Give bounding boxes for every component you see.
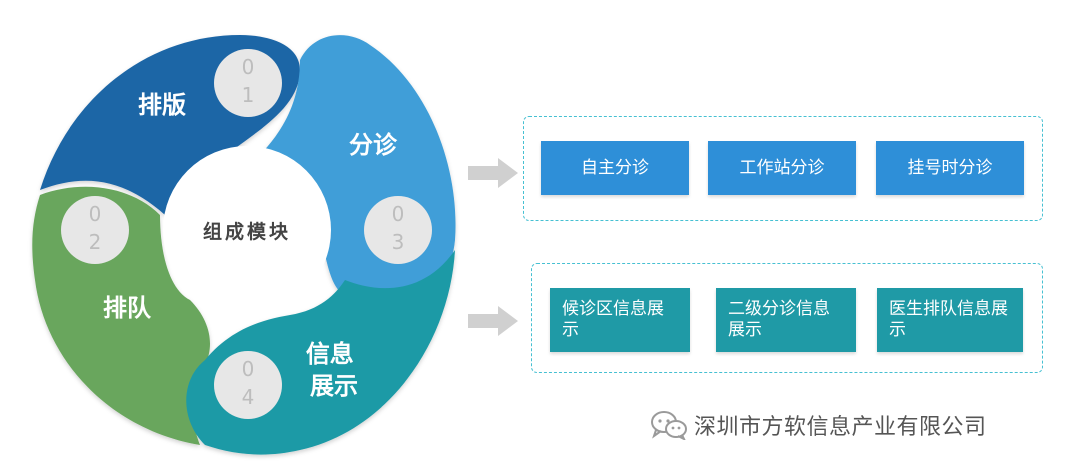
- badge-03: 0 3: [364, 196, 432, 264]
- segment-label-paiban: 排版: [138, 91, 186, 119]
- arrow-right-icon: [468, 306, 518, 336]
- center-circle: [163, 146, 331, 314]
- wechat-icon: [651, 411, 687, 440]
- fenzhen-item-workstation: 工作站分诊: [708, 141, 856, 195]
- display-group-box: [531, 263, 1043, 373]
- arrow-right-icon: [468, 158, 518, 188]
- display-item-waiting: 候诊区信息展示: [550, 288, 690, 352]
- fenzhen-group-box: [523, 116, 1043, 221]
- footer-company: 深圳市方软信息产业有限公司: [650, 408, 987, 442]
- segment-label-fenzhen: 分诊: [349, 131, 398, 159]
- svg-text:1: 1: [242, 83, 255, 107]
- segment-label-xinxi: 信息 展示: [306, 340, 362, 400]
- badge-02: 0 2: [61, 196, 129, 264]
- badge-01: 0 1: [214, 49, 282, 117]
- svg-text:0: 0: [89, 202, 102, 226]
- svg-text:0: 0: [242, 357, 255, 381]
- svg-text:0: 0: [392, 202, 405, 226]
- svg-text:4: 4: [242, 385, 255, 409]
- display-item-secondary: 二级分诊信息展示: [716, 288, 856, 352]
- svg-text:3: 3: [392, 230, 405, 254]
- fenzhen-item-registration: 挂号时分诊: [876, 141, 1024, 195]
- company-name: 深圳市方软信息产业有限公司: [694, 415, 987, 440]
- center-label: 组成模块: [203, 220, 291, 243]
- fenzhen-item-self: 自主分诊: [541, 141, 689, 195]
- svg-text:2: 2: [89, 230, 102, 254]
- display-item-doctor: 医生排队信息展示: [877, 288, 1023, 352]
- segment-label-paidui: 排队: [103, 294, 152, 322]
- badge-04: 0 4: [214, 351, 282, 419]
- svg-text:0: 0: [242, 55, 255, 79]
